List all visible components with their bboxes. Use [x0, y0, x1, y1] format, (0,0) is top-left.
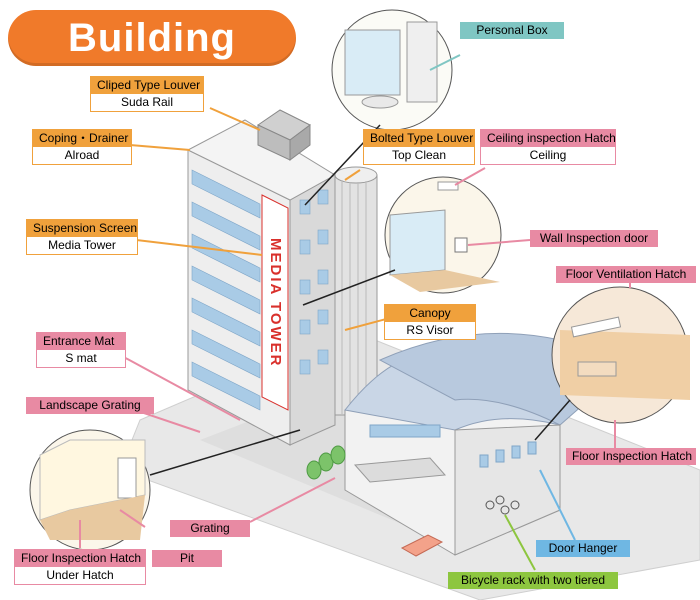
label-head: Coping・Drainer — [33, 130, 131, 147]
tower-windows — [191, 169, 261, 411]
label-floor-inspection-hatch-left: Floor Inspection Hatch Under Hatch — [14, 549, 146, 585]
label-bicycle-rack: Bicycle rack with two tiered — [448, 572, 618, 589]
label-sub: Alroad — [33, 147, 131, 164]
stair-core-lines — [341, 180, 367, 414]
detail-circle-floor-hatch — [551, 286, 690, 424]
label-personal-box: Personal Box — [460, 22, 564, 39]
label-head: Ceiling inspection Hatch — [481, 130, 616, 147]
label-head: Bicycle rack with two tiered — [448, 572, 618, 589]
bicycles — [485, 495, 520, 515]
pink-leaders — [79, 167, 631, 548]
label-head: Pit — [152, 550, 222, 567]
label-sub: Ceiling — [481, 147, 615, 164]
page-title: Building — [68, 16, 236, 60]
label-head: Door Hanger — [536, 540, 630, 557]
label-head: Grating — [170, 520, 250, 537]
rooftop-unit-side2 — [289, 124, 311, 161]
media-tower-sign: MEDIA TOWER — [267, 238, 284, 368]
label-bolted-louver: Bolted Type Louver Top Clean — [363, 129, 475, 165]
label-head: Entrance Mat — [37, 333, 125, 350]
label-head: Landscape Grating — [26, 397, 154, 414]
label-pit: Pit — [152, 550, 222, 567]
label-head: Personal Box — [460, 22, 564, 39]
orange-leaders — [119, 107, 391, 331]
label-head: Cliped Type Louver — [91, 77, 203, 94]
label-sub: Under Hatch — [15, 567, 145, 584]
label-sub: Top Clean — [364, 147, 474, 164]
label-grating: Grating — [170, 520, 250, 537]
blue-leader — [539, 469, 576, 541]
label-cliped-louver: Cliped Type Louver Suda Rail — [90, 76, 204, 112]
label-sub: S mat — [37, 350, 125, 367]
label-head: Canopy — [385, 305, 475, 322]
label-sub: Suda Rail — [91, 94, 203, 111]
detail-circle-personal-box — [331, 9, 453, 131]
label-ceiling-hatch: Ceiling inspection Hatch Ceiling — [480, 129, 616, 165]
green-leader — [504, 514, 536, 571]
label-head: Bolted Type Louver — [364, 130, 474, 147]
label-door-hanger: Door Hanger — [536, 540, 630, 557]
trees — [306, 445, 346, 480]
label-sub: Media Tower — [27, 237, 137, 254]
label-head: Wall Inspection door — [530, 230, 658, 247]
teal-leader — [429, 54, 461, 71]
detail-circle-wall-hatch — [384, 176, 502, 294]
title-banner: Building — [8, 10, 296, 66]
label-entrance-mat: Entrance Mat S mat — [36, 332, 126, 368]
hangar-windows — [369, 424, 537, 468]
stair-core-top — [334, 166, 378, 184]
label-suspension-screen: Suspension Screen Media Tower — [26, 219, 138, 255]
label-head: Floor Inspection Hatch — [15, 550, 145, 567]
hangar-canopy — [353, 457, 447, 483]
label-floor-ventilation-hatch: Floor Ventilation Hatch — [556, 266, 696, 283]
suspension-screen-panel — [261, 194, 289, 411]
label-floor-inspection-hatch-right: Floor Inspection Hatch — [566, 448, 696, 465]
label-canopy: Canopy RS Visor — [384, 304, 476, 340]
label-wall-inspection-door: Wall Inspection door — [530, 230, 658, 247]
label-head: Floor Ventilation Hatch — [556, 266, 696, 283]
detail-circle-under-hatch — [29, 429, 151, 551]
tower-side-windows — [299, 189, 329, 375]
label-landscape-grating: Landscape Grating — [26, 397, 154, 414]
label-coping-drainer: Coping・Drainer Alroad — [32, 129, 132, 165]
car — [400, 534, 444, 557]
label-head: Floor Inspection Hatch — [566, 448, 696, 465]
label-head: Suspension Screen — [27, 220, 137, 237]
label-sub: RS Visor — [385, 322, 475, 339]
stair-core — [334, 174, 378, 416]
